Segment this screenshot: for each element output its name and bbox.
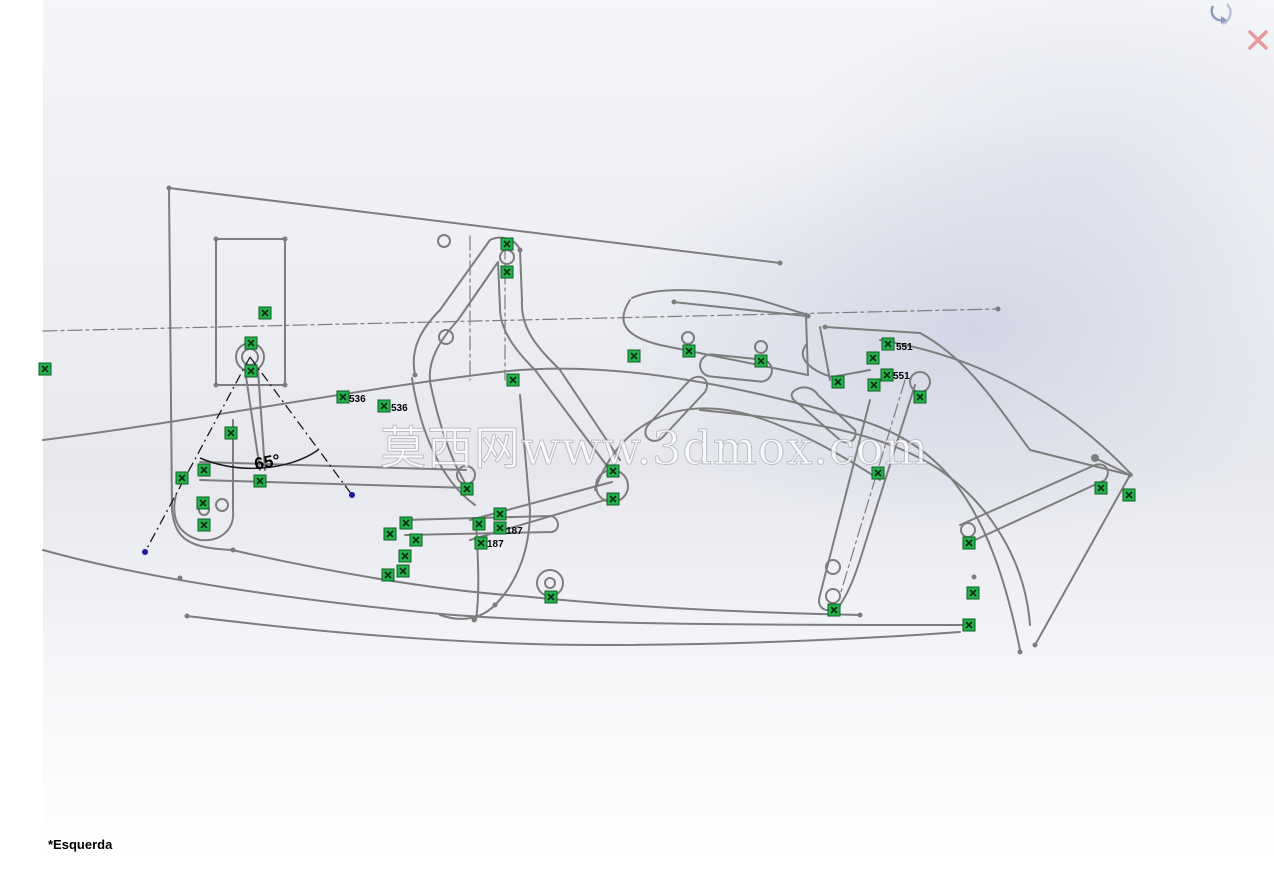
view-name-label: *Esquerda bbox=[48, 837, 113, 852]
angle-construction bbox=[144, 356, 353, 553]
sketch-points bbox=[166, 185, 1133, 655]
relation-icon bbox=[460, 482, 474, 496]
relation-icon bbox=[881, 337, 895, 351]
relation-icon bbox=[506, 373, 520, 387]
relation-label: 187 bbox=[487, 539, 504, 550]
graphics-viewport[interactable] bbox=[43, 0, 1274, 855]
relation-label: 551 bbox=[896, 342, 913, 353]
relation-icon bbox=[336, 390, 350, 404]
relation-icon bbox=[866, 351, 880, 365]
relation-icon bbox=[493, 507, 507, 521]
relation-icon bbox=[381, 568, 395, 582]
relation-icon bbox=[871, 466, 885, 480]
relation-icon bbox=[472, 517, 486, 531]
relation-icon bbox=[827, 603, 841, 617]
relation-icon bbox=[913, 390, 927, 404]
relation-icon bbox=[398, 549, 412, 563]
relation-icon bbox=[500, 237, 514, 251]
relation-label: 551 bbox=[893, 371, 910, 382]
relation-icon bbox=[175, 471, 189, 485]
relation-icon bbox=[244, 364, 258, 378]
relation-label: 536 bbox=[391, 403, 408, 414]
relation-icon bbox=[383, 527, 397, 541]
relation-icon bbox=[377, 399, 391, 413]
relation-icon bbox=[831, 375, 845, 389]
relation-icon bbox=[493, 521, 507, 535]
relation-icon bbox=[197, 518, 211, 532]
relation-icon bbox=[627, 349, 641, 363]
relation-icon bbox=[244, 336, 258, 350]
relation-icon bbox=[474, 536, 488, 550]
relation-icon bbox=[399, 516, 413, 530]
relation-icon bbox=[867, 378, 881, 392]
relation-icon bbox=[253, 474, 267, 488]
relation-icon bbox=[962, 536, 976, 550]
relation-icons bbox=[38, 237, 1136, 632]
relation-label: 187 bbox=[506, 526, 523, 537]
relation-icon bbox=[1122, 488, 1136, 502]
relation-icon bbox=[409, 533, 423, 547]
sketch-geometry bbox=[42, 187, 1133, 651]
relation-icon bbox=[196, 496, 210, 510]
angle-dimension-value[interactable]: 65° bbox=[253, 451, 282, 474]
relation-icon bbox=[224, 426, 238, 440]
relation-icon bbox=[197, 463, 211, 477]
relation-label: 536 bbox=[349, 394, 366, 405]
relation-icon bbox=[544, 590, 558, 604]
relation-icon bbox=[880, 368, 894, 382]
relation-icon bbox=[500, 265, 514, 279]
relation-icon bbox=[962, 618, 976, 632]
relation-icon bbox=[606, 464, 620, 478]
relation-icon bbox=[754, 354, 768, 368]
endpoint-markers bbox=[142, 492, 355, 555]
relation-icon bbox=[682, 344, 696, 358]
relation-icon bbox=[606, 492, 620, 506]
relation-icon bbox=[966, 586, 980, 600]
close-sketch-icon[interactable] bbox=[1244, 26, 1272, 54]
rotate-view-icon[interactable] bbox=[1205, 0, 1239, 34]
relation-icon bbox=[38, 362, 52, 376]
relation-icon bbox=[1094, 481, 1108, 495]
relation-icon bbox=[396, 564, 410, 578]
relation-icon bbox=[258, 306, 272, 320]
